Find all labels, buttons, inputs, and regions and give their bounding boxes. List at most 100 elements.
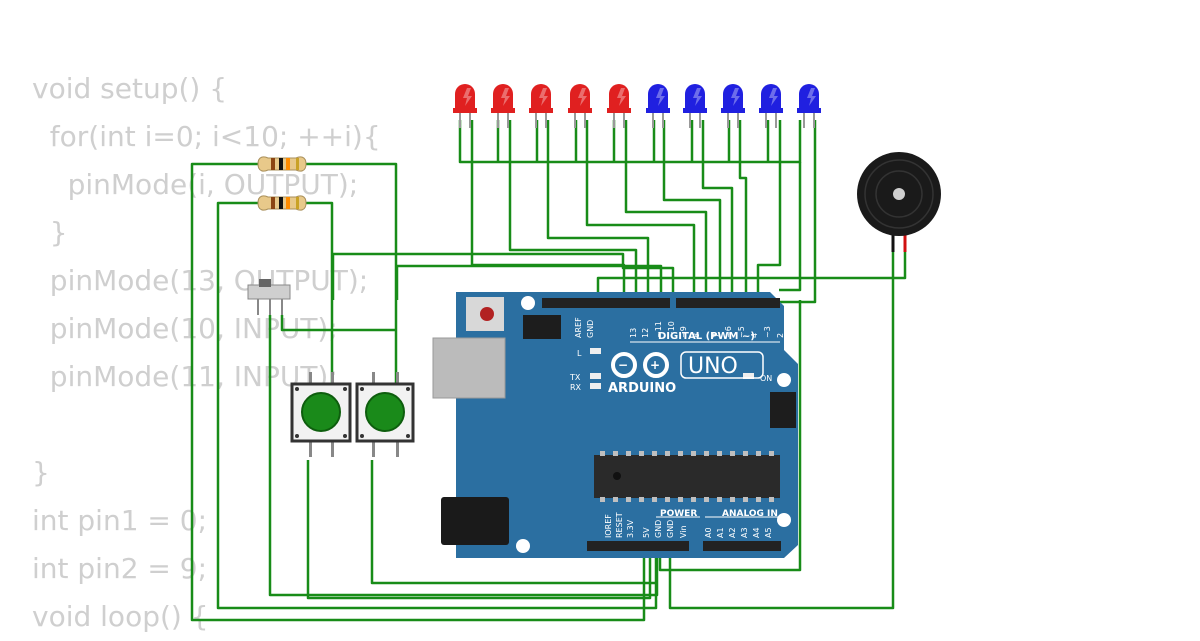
led-red[interactable] bbox=[453, 84, 477, 128]
digital-header-label: DIGITAL (PWM ~) bbox=[658, 331, 755, 342]
led-ground-drops bbox=[496, 120, 770, 162]
digital-header-right bbox=[676, 298, 780, 308]
digital-pin-label: ~10 bbox=[667, 321, 676, 338]
chip-leg bbox=[743, 451, 748, 456]
wire-switch bbox=[268, 315, 659, 597]
wire-switch-out bbox=[280, 315, 396, 332]
power-header bbox=[587, 541, 689, 551]
chip-leg bbox=[639, 497, 644, 502]
slide-switch[interactable] bbox=[247, 279, 291, 315]
chip-leg bbox=[717, 497, 722, 502]
wire-button2-bottom bbox=[370, 460, 657, 585]
chip-leg bbox=[600, 451, 605, 456]
led-l-indicator bbox=[590, 348, 601, 354]
mount-hole bbox=[777, 373, 791, 387]
arduino-logo-text: ARDUINO bbox=[608, 381, 676, 396]
push-button-2[interactable] bbox=[355, 372, 415, 457]
resistor-2[interactable] bbox=[257, 195, 307, 211]
power-pin-label: RESET bbox=[615, 512, 624, 538]
wire-resistor1-right bbox=[305, 162, 398, 383]
led-rx-label: RX bbox=[570, 383, 582, 392]
wire-led9 bbox=[756, 120, 782, 300]
led-l-label: L bbox=[577, 349, 582, 358]
chip-leg bbox=[756, 451, 761, 456]
uno-badge bbox=[680, 351, 764, 379]
analog-pin-label: A1 bbox=[716, 527, 725, 538]
arduino-logo-icon bbox=[611, 352, 669, 378]
power-pin-label: GND bbox=[654, 520, 663, 538]
wire-led4 bbox=[585, 120, 696, 300]
chip-leg bbox=[769, 497, 774, 502]
chip-leg bbox=[652, 497, 657, 502]
chip-leg bbox=[691, 451, 696, 456]
wire-led5 bbox=[624, 120, 708, 300]
power-pin-label: 5V bbox=[642, 527, 651, 538]
chip-leg bbox=[613, 451, 618, 456]
digital-header-left bbox=[542, 298, 670, 308]
led-ground-bus bbox=[458, 120, 802, 164]
wire-right-return bbox=[658, 300, 802, 572]
power-pin-label: IOREF bbox=[604, 514, 613, 538]
led-red[interactable] bbox=[491, 84, 515, 128]
chip-leg bbox=[717, 451, 722, 456]
led-red[interactable] bbox=[529, 84, 553, 128]
power-jack bbox=[441, 497, 509, 545]
svg-text:−: − bbox=[618, 358, 628, 372]
atmega-chip bbox=[594, 455, 780, 498]
digital-pin-label: 12 bbox=[641, 328, 650, 338]
resistor-1[interactable] bbox=[257, 156, 307, 172]
wire-led8 bbox=[738, 120, 748, 300]
digital-pin-label: ~11 bbox=[654, 321, 663, 338]
digital-pin-label: GND bbox=[586, 320, 595, 338]
on-label: ON bbox=[760, 374, 772, 383]
power-pin-label: Vin bbox=[679, 525, 688, 538]
analog-pin-label: A3 bbox=[740, 527, 749, 538]
led-blue[interactable] bbox=[721, 84, 745, 128]
chip-leg bbox=[665, 451, 670, 456]
digital-pin-label: ~3 bbox=[763, 326, 772, 338]
led-blue[interactable] bbox=[683, 84, 707, 128]
led-tx-indicator bbox=[590, 373, 601, 379]
wire-led6 bbox=[662, 120, 722, 300]
wire-button1-bottom bbox=[306, 460, 652, 600]
piezo-buzzer[interactable] bbox=[857, 152, 941, 252]
wire-button1-pin10 bbox=[331, 252, 675, 300]
digital-pin-label: AREF bbox=[574, 317, 583, 338]
led-red[interactable] bbox=[568, 84, 592, 128]
usb-connector bbox=[432, 337, 506, 399]
icsp-header-right bbox=[770, 392, 796, 428]
chip-leg bbox=[665, 497, 670, 502]
digital-pin-label: TX 1 bbox=[789, 320, 798, 339]
ground-to-board bbox=[779, 162, 802, 292]
power-header-label: POWER bbox=[660, 509, 697, 519]
push-button-1[interactable] bbox=[290, 372, 352, 457]
chip-legs bbox=[600, 451, 774, 502]
chip-leg bbox=[678, 451, 683, 456]
analog-pin-label: A2 bbox=[728, 527, 737, 538]
wire-button2-pin11 bbox=[395, 264, 663, 300]
chip-leg bbox=[678, 497, 683, 502]
uno-label: UNO bbox=[688, 354, 738, 379]
on-led-indicator bbox=[743, 373, 754, 379]
digital-pin-label: 4 bbox=[750, 333, 759, 338]
led-blue[interactable] bbox=[797, 84, 821, 128]
chip-leg bbox=[730, 451, 735, 456]
power-pin-label: GND bbox=[666, 520, 675, 538]
chip-leg bbox=[756, 497, 761, 502]
digital-pin-label: ~5 bbox=[737, 326, 746, 338]
analog-header bbox=[703, 541, 781, 551]
analog-pin-label: A5 bbox=[764, 527, 773, 538]
led-row[interactable] bbox=[453, 84, 821, 128]
digital-pin-label: 7 bbox=[712, 333, 721, 338]
led-blue[interactable] bbox=[646, 84, 670, 128]
digital-pin-label: 13 bbox=[629, 328, 638, 338]
led-rx-indicator bbox=[590, 383, 601, 389]
led-red[interactable] bbox=[607, 84, 631, 128]
digital-pin-label: ~6 bbox=[724, 326, 733, 338]
chip-leg bbox=[600, 497, 605, 502]
wire-led3 bbox=[546, 120, 650, 300]
led-blue[interactable] bbox=[759, 84, 783, 128]
